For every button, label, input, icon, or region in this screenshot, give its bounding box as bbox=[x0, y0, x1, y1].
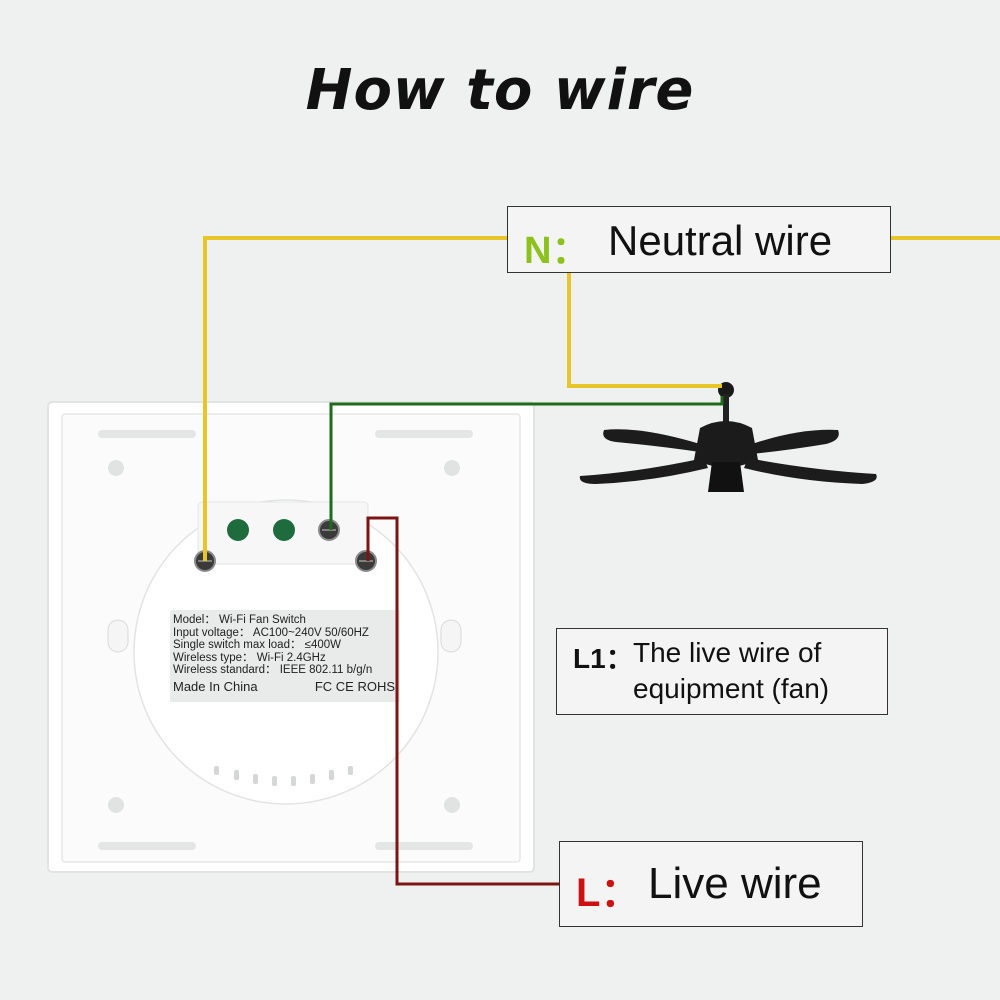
ceiling-fan-icon bbox=[579, 382, 877, 492]
spec-max-load: Single switch max load： ≤400W bbox=[173, 639, 342, 651]
spec-footer: Made In China FC CE ROHS bbox=[173, 681, 395, 694]
spec-wireless-type: Wireless type： Wi-Fi 2.4GHz bbox=[173, 651, 326, 664]
neutral-wire bbox=[203, 236, 507, 561]
spec-certifications: FC CE ROHS bbox=[314, 680, 395, 693]
terminal-screw bbox=[318, 519, 340, 541]
neutral-legend: N： Neutral wire bbox=[507, 206, 891, 273]
neutral-wire bbox=[567, 273, 722, 388]
spec-wireless-standard: Wireless standard： IEEE 802.11 b/g/n bbox=[173, 664, 373, 676]
wall-switch-back bbox=[47, 401, 535, 873]
terminal-screw bbox=[355, 550, 377, 572]
neutral-key: N： bbox=[524, 230, 590, 272]
equipment-live-key: L1： bbox=[573, 643, 634, 674]
live-key: L： bbox=[576, 871, 641, 915]
live-legend: L： Live wire bbox=[559, 841, 863, 927]
live-text: Live wire bbox=[648, 859, 822, 908]
equipment-live-wire bbox=[329, 396, 724, 530]
switch-spec-label: Model： Wi-Fi Fan Switch Input voltage： A… bbox=[173, 614, 399, 700]
live-wire bbox=[366, 516, 559, 886]
spec-made-in: Made In China bbox=[173, 680, 258, 693]
spec-model: Model： Wi-Fi Fan Switch bbox=[173, 614, 306, 626]
neutral-text: Neutral wire bbox=[608, 217, 833, 264]
equipment-live-legend: L1： The live wire of equipment (fan) bbox=[556, 628, 888, 715]
spec-input-voltage: Input voltage： AC100~240V 50/60HZ bbox=[173, 626, 369, 639]
equipment-live-text: The live wire of equipment (fan) bbox=[633, 637, 830, 704]
page-title: How to wire bbox=[305, 58, 695, 123]
